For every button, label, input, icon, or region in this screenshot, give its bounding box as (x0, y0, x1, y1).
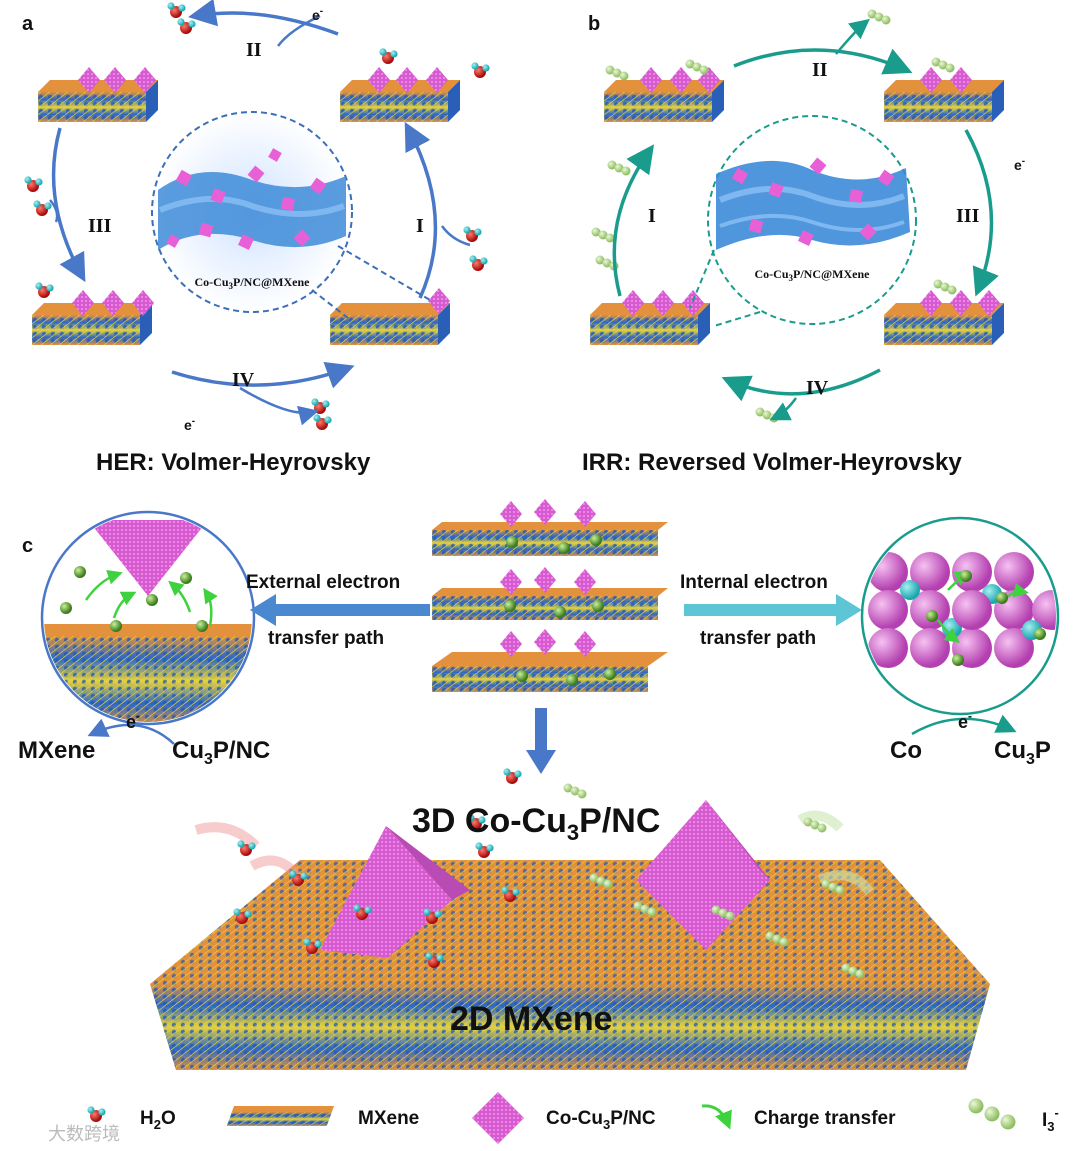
panel-a-inset-label: Co-Cu3P/NC@MXene (195, 275, 311, 291)
iodide-molecule (931, 57, 955, 73)
legend-cu3p-label: Co-Cu3P/NC (546, 1108, 656, 1132)
iodide-molecule (607, 160, 631, 176)
panel-b-slab-tr (884, 67, 1004, 122)
legend-mxene-label: MXene (358, 1108, 419, 1129)
panel-c-internal-arrow (684, 594, 862, 626)
panel-a-arrow-ii (188, 0, 339, 36)
watermark: 大数跨境 (48, 1124, 120, 1145)
panel-b-electron: e- (1014, 156, 1025, 173)
panel-a-step-iii: III (88, 215, 112, 237)
panel-c-external-line2: transfer path (268, 628, 384, 649)
legend-iodide-label: I3- (1042, 1105, 1059, 1134)
panel-c-letter: c (22, 535, 33, 557)
legend-charge-icon (701, 1104, 732, 1130)
panel-c-internal-line2: transfer path (700, 628, 816, 649)
panel-a-caption: HER: Volmer-Heyrovsky (96, 449, 371, 476)
panel-a-electron-top: e- (312, 6, 323, 23)
panel-a-slab-tr (340, 67, 460, 122)
panel-c-down-arrow (526, 708, 556, 774)
panel-c-left-electron: e- (126, 709, 140, 732)
h2o-molecule (35, 282, 54, 298)
panel-c-right-to: Cu3P (994, 737, 1051, 768)
panel-a-arrow-i (404, 121, 438, 299)
panel-a-electron-bottom: e- (184, 416, 195, 433)
iodide-molecule (933, 279, 957, 295)
panel-c-left-to: Cu3P/NC (172, 737, 270, 768)
panel-b-slab-br (884, 290, 1004, 345)
panel-c-left-flow-arrow (87, 718, 175, 745)
panel-c-3d-label: 3D Co-Cu3P/NC (412, 802, 660, 845)
panel-a-slab-tl (38, 67, 158, 122)
panel-a-arrow-ii-in (277, 14, 321, 47)
legend-charge-label: Charge transfer (754, 1108, 896, 1129)
h2o-molecule (469, 255, 488, 271)
panel-a-letter: a (22, 13, 34, 35)
h2o-molecule (379, 48, 398, 64)
panel-a-step-iv: IV (232, 369, 255, 391)
panel-a-arrow-i-in (440, 225, 471, 247)
panel-c-right-flow-arrow (911, 714, 1017, 736)
panel-c-internal-inset (860, 516, 1060, 716)
legend-h2o-label: H2O (140, 1108, 176, 1132)
panel-a-arrow-iv (171, 362, 355, 389)
panel-b-step-iv: IV (806, 377, 829, 399)
panel-a-step-i: I (416, 215, 424, 237)
panel-c-right-electron: e- (958, 709, 972, 732)
panel-b-arrow-iv-out (769, 397, 798, 421)
h2o-molecule (471, 62, 490, 78)
panel-c-external-inset (40, 510, 256, 726)
panel-a-inset: Co-Cu3P/NC@MXene (151, 111, 431, 319)
panel-b-letter: b (588, 13, 600, 35)
h2o-molecule (313, 414, 332, 430)
panel-b-slab-bl (590, 290, 710, 345)
panel-b-arrow-ii-out (835, 18, 870, 55)
legend-iodide-icon (968, 1098, 1016, 1130)
legend-mxene-icon (226, 1106, 334, 1126)
panel-b-arrow-iv (721, 368, 881, 402)
panel-b-step-i: I (648, 205, 656, 227)
panel-b-arrow-ii (733, 48, 913, 75)
panel-a-step-ii: II (246, 39, 262, 61)
panel-a-slab-br (330, 288, 450, 345)
panel-b-step-iii: III (956, 205, 980, 227)
panel-b-step-ii: II (812, 59, 828, 81)
legend-h2o-icon (87, 1106, 106, 1122)
panel-b-inset-label: Co-Cu3P/NC@MXene (755, 267, 871, 283)
iodide-molecule (591, 227, 615, 243)
panel-b-arrow-i (612, 144, 655, 297)
iodide-molecule (685, 59, 709, 75)
panel-c-internal-line1: Internal electron (680, 572, 828, 593)
legend-cu3p-icon (472, 1092, 524, 1144)
panel-a-slab-bl (32, 290, 154, 345)
h2o-molecule (33, 200, 52, 216)
panel-b-arrow-iii (964, 129, 999, 297)
panel-a-arrow-iv-out (239, 386, 319, 426)
panel-c-external-line1: External electron (246, 572, 400, 593)
iodide-molecule (605, 65, 629, 81)
h2o-molecule (167, 2, 186, 18)
h2o-molecule (24, 176, 43, 192)
h2o-molecule (177, 18, 196, 34)
panel-c-left-from: MXene (18, 737, 95, 764)
iodide-molecule (867, 9, 891, 25)
panel-a-arrow-iii-in (49, 199, 59, 223)
h2o-molecule (311, 398, 330, 414)
panel-b-inset: Co-Cu3P/NC@MXene (689, 115, 917, 327)
panel-c-stacked-mxene (432, 499, 668, 692)
h2o-molecule (463, 226, 482, 242)
panel-b-caption: IRR: Reversed Volmer-Heyrovsky (582, 449, 962, 476)
panel-c-right-from: Co (890, 737, 922, 764)
panel-a-arrow-iii (51, 127, 86, 283)
panel-c-3d-scene (150, 768, 990, 1070)
iodide-molecule (755, 407, 779, 423)
panel-c-2d-label: 2D MXene (450, 1000, 613, 1038)
panel-c-external-arrow (250, 594, 430, 626)
legend: H2O MXene Co-Cu3P/NC Charge transfer I3- (87, 1092, 1059, 1144)
